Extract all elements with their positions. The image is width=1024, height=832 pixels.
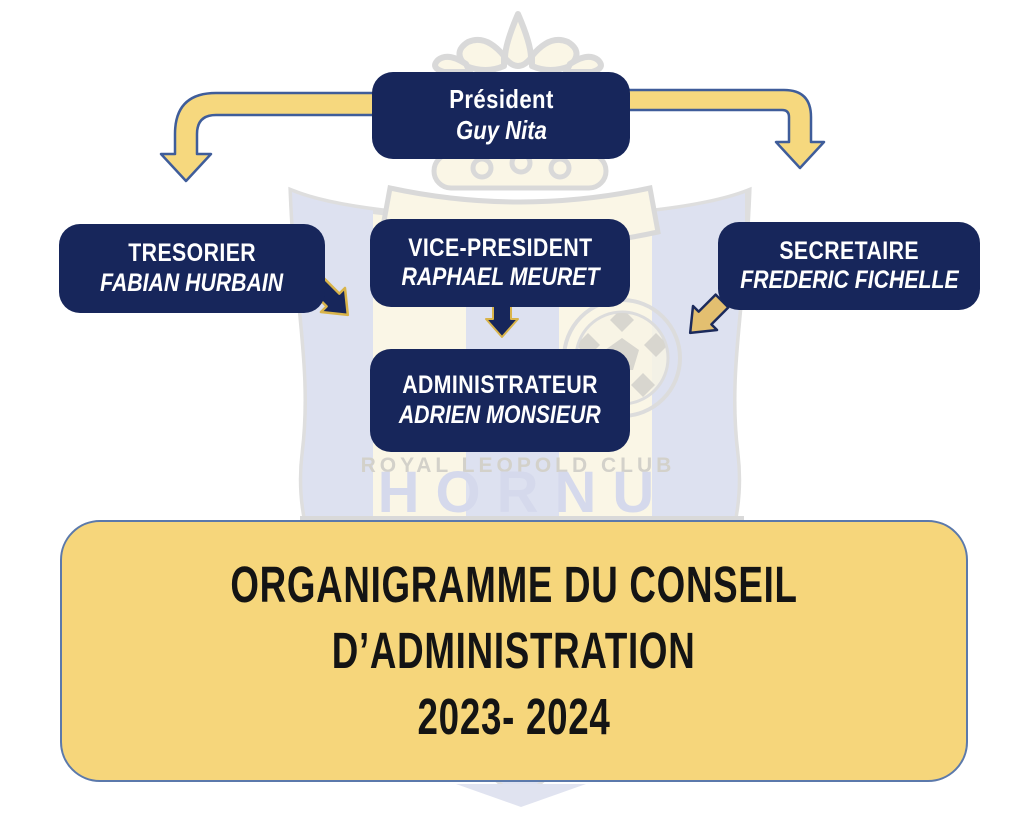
crown-fleur-icon [432,11,604,75]
vice-president-role-label: VICE-PRESIDENT [407,233,593,262]
title-banner: ORGANIGRAMME DU CONSEIL D’ADMINISTRATION… [60,520,968,782]
vice-president-name-label: RAPHAEL MEURET [401,263,599,292]
secretaire-role-label: SECRETAIRE [779,236,919,265]
shield-bottom-tip [456,784,586,807]
arrow-secretaire-to-admin [688,293,730,335]
tresorier-role-label: TRESORIER [128,239,256,268]
node-vice-president: VICE-PRESIDENT RAPHAEL MEURET [370,219,630,307]
administrateur-role-label: ADMINISTRATEUR [402,371,598,400]
club-name-text: ROYAL LEOPOLD CLUB [361,454,676,477]
administrateur-name-label: ADRIEN MONSIEUR [399,400,601,429]
president-role-label: Président [448,83,554,114]
arrow-vice-to-admin [485,302,519,338]
banner-title-line-1: ORGANIGRAMME DU CONSEIL [230,556,798,613]
node-president: Président Guy Nita [372,72,630,159]
node-secretaire: SECRETAIRE FREDERIC FICHELLE [718,222,980,310]
node-administrateur: ADMINISTRATEUR ADRIEN MONSIEUR [370,349,630,452]
secretaire-name-label: FREDERIC FICHELLE [739,266,959,295]
banner-title-line-2: D’ADMINISTRATION [332,622,696,679]
club-city-text: HORNU [378,460,671,525]
node-tresorier: TRESORIER FABIAN HURBAIN [59,224,325,313]
banner-title-line-3: 2023- 2024 [417,688,611,745]
president-name-label: Guy Nita [455,114,547,145]
tresorier-name-label: FABIAN HURBAIN [100,268,284,297]
shield-band [300,516,744,521]
